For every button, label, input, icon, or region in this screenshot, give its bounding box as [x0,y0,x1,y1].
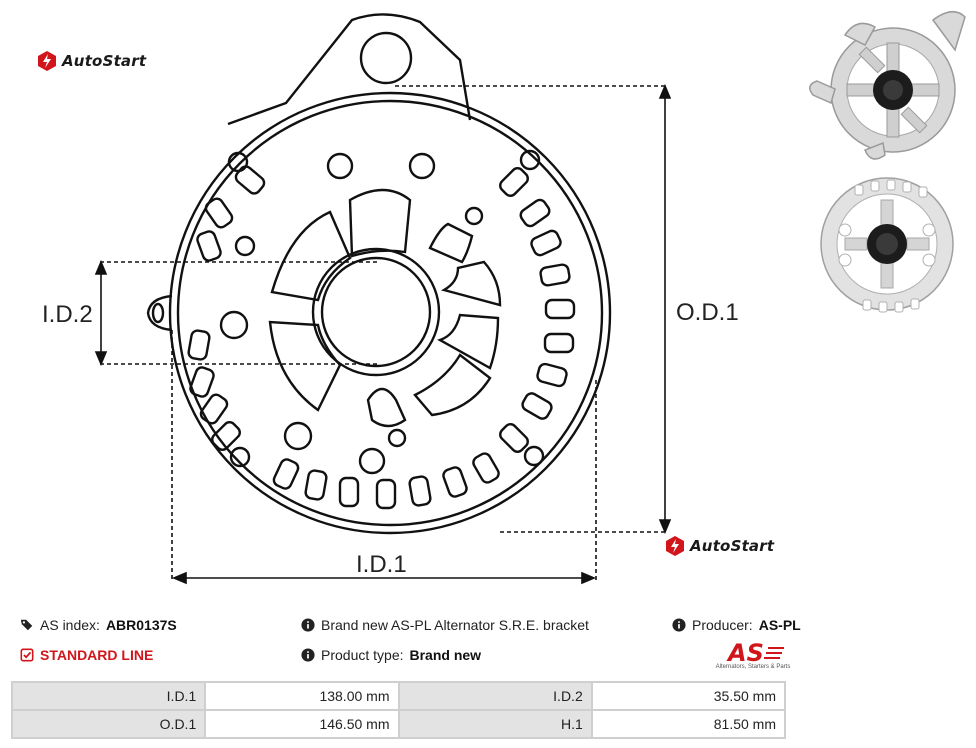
spec-value: 138.00 mm [204,681,400,711]
autostart-logo-icon [666,536,684,556]
product-type-value: Brand new [409,647,482,663]
check-square-icon [20,648,34,662]
info-circle-icon [301,618,315,632]
spec-value: 35.50 mm [590,681,787,711]
spec-label: O.D.1 [10,709,207,739]
product-photo-front[interactable] [805,5,970,165]
spec-label: I.D.2 [397,681,593,711]
spec-label: H.1 [397,709,593,739]
info-circle-icon [672,618,686,632]
as-index-value: ABR0137S [105,617,177,633]
standard-line-label: STANDARD LINE [40,647,154,663]
product-type-label: Product type: [321,647,404,663]
autostart-logo-text: AutoStart [62,52,147,70]
as-pl-logo-mark: AS [726,639,784,667]
autostart-logo: AutoStart [36,50,146,72]
table-row: I.D.1 138.00 mm I.D.2 35.50 mm [10,681,787,711]
product-type-row: Product type: Brand new [301,647,481,663]
autostart-logo-text: AutoStart [690,537,775,555]
as-pl-logo-letters: AS [726,640,764,664]
tags-icon [20,619,33,631]
producer-label: Producer: [692,617,753,633]
producer-row: Producer: AS-PL [672,617,801,633]
dimension-label-id2: I.D.2 [42,301,93,328]
dimensions-table: I.D.1 138.00 mm I.D.2 35.50 mm O.D.1 146… [10,681,787,739]
product-photo-rear[interactable] [805,160,970,335]
autostart-logo-icon [38,51,56,71]
description-text: Brand new AS-PL Alternator S.R.E. bracke… [321,617,589,633]
spec-value: 81.50 mm [590,709,787,739]
as-index-row: AS index: ABR0137S [20,617,177,633]
table-row: O.D.1 146.50 mm H.1 81.50 mm [10,709,787,739]
autostart-logo-secondary: AutoStart [664,535,774,557]
spec-label: I.D.1 [10,681,207,711]
bracket-technical-drawing: I.D.2 O.D.1 I.D.1 [42,13,739,585]
standard-line-row: STANDARD LINE [20,647,153,663]
as-pl-logo: AS Alternators, Starters & Parts [714,639,792,672]
description-row: Brand new AS-PL Alternator S.R.E. bracke… [301,617,589,633]
spec-value: 146.50 mm [204,709,400,739]
as-pl-tagline: Alternators, Starters & Parts [715,664,791,670]
dimension-label-id1: I.D.1 [356,551,407,578]
info-circle-icon [301,648,315,662]
dimension-label-od1: O.D.1 [676,299,739,326]
producer-value: AS-PL [758,617,801,633]
as-index-label: AS index: [40,617,100,633]
